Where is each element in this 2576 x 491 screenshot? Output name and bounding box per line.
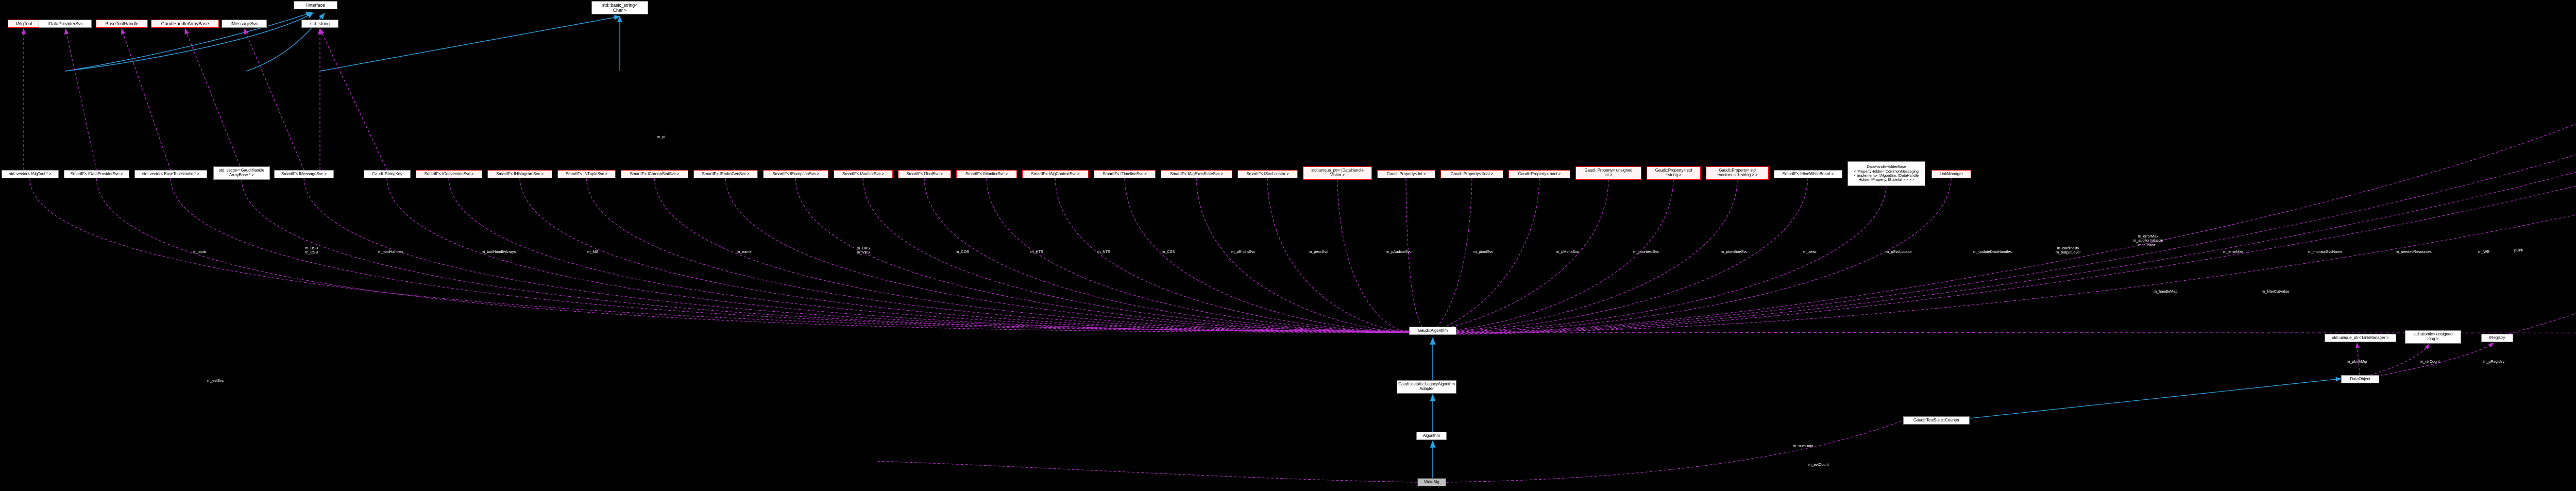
edge-label-m_ptimelinesvc: m_ptimelineSvc <box>1721 249 1748 254</box>
graph-node-std_string[interactable]: std::string <box>301 20 338 28</box>
graph-node-smartif_imonitor[interactable]: SmartIF< IMonitorSvc > <box>956 170 1017 178</box>
edge-label-m_pregistry: m_pRegistry <box>2483 359 2504 364</box>
graph-node-smartif_ihisto[interactable]: SmartIF< IHistogramSvc > <box>487 170 552 178</box>
edge-label-m_ms: m_MS <box>587 249 599 254</box>
edge-label-m_pLinkMgr: m_pLinkMgr <box>2347 359 2368 364</box>
edge-label-m_monitorsvcname: m_monitorSvcName <box>2308 249 2343 254</box>
graph-node-datahandleholderbase[interactable]: DataHandleHolderBase < PropertyHolder< C… <box>1848 161 1925 186</box>
graph-node-vec_basetoolhandle[interactable]: std::vector< BaseToolHandle * > <box>134 170 207 178</box>
edge-label-m_sumdata: m_sumData <box>1793 444 1814 448</box>
edge-label-m_paudsvcres: m_pAuditorSvc <box>1386 249 1412 254</box>
graph-node-prop_vecstring[interactable]: Gaudi::Property< std ::vector< std::stri… <box>1706 166 1769 180</box>
graph-node-prop_int[interactable]: Gaudi::Property< int > <box>1377 170 1435 178</box>
edge-label-m_hts: m_HTS <box>1030 249 1043 254</box>
edge-label-m_wb: m_WB <box>2478 249 2490 254</box>
edge-label-m_aess: m_aess <box>1803 249 1817 254</box>
graph-node-smartif_irndm[interactable]: SmartIF< IRndmGenSvc > <box>693 170 758 178</box>
edge-label-m_psvcloc: m_pSvcLocator <box>1886 249 1912 254</box>
edge-label-m_errmax_group: m_errorMax m_auditorInitialize m_auditor… <box>2133 234 2163 247</box>
graph-node-prop_float[interactable]: Gaudi::Property< float > <box>1440 170 1503 178</box>
graph-node-vec_gaudihandlearr[interactable]: std::vector< GaudiHandle ArrayBase * > <box>213 166 270 180</box>
edge-label-m_neededresources: m_neededResources <box>2396 249 2432 254</box>
edge-label-m_errmax: m_errorMax <box>2223 249 2244 254</box>
edge-label-m_cardinality: m_cardinality m_outputLevel <box>2056 246 2080 255</box>
edge-label-m_tools: m_tools <box>193 249 207 254</box>
graph-node-smartif_iexcept[interactable]: SmartIF< IExceptionSvc > <box>763 170 828 178</box>
edge-label-m_toolhandlearrays: m_toolHandleArrays <box>482 249 516 254</box>
edge-label-m_name: m_name <box>737 249 752 254</box>
graph-node-smartif_idataprov[interactable]: SmartIF< IDataProviderSvc > <box>64 170 129 178</box>
graph-node-smartif_ialgctx[interactable]: SmartIF< IAlgContextSvc > <box>1022 170 1089 178</box>
edge-label-m_dks_m_vks: m_DKS m_VKS <box>857 246 870 255</box>
graph-node-ialgtool[interactable]: IAlgTool <box>8 20 40 28</box>
graph-node-unique_ptr_linkmanager[interactable]: std::unique_ptr< LinkManager > <box>2325 334 2396 342</box>
graph-node-uniqueptr_visitor[interactable]: std::unique_ptr< IDataHandle Visitor > <box>1303 166 1372 180</box>
graph-node-smartif_itimeline[interactable]: SmartIF< ITimelineSvc > <box>1094 170 1156 178</box>
edge-label-m_pmonitsvc: m_pMonitSvc <box>1556 249 1579 254</box>
edge-label-m_ptoolsvc: m_ptoolSvc <box>1473 249 1494 254</box>
graph-node-smartif_isvcloc[interactable]: SmartIF< ISvcLocator > <box>1238 170 1298 178</box>
graph-node-gaudi_stringkey[interactable]: Gaudi::StringKey <box>364 170 411 178</box>
graph-node-iinterface[interactable]: IInterface <box>294 1 337 9</box>
edge-label-m_evtcount: m_evtCount <box>1808 462 1829 467</box>
graph-node-vec_ialgtool[interactable]: std::vector< IAlgTool * > <box>2 170 59 178</box>
edge-label-m_filtercutvalue: m_filterCutValue <box>2262 289 2290 294</box>
edge-label-m_prndmsvc: m_pRndmSvc <box>1231 249 1256 254</box>
edge-label-m_css: m_CSS <box>1162 249 1175 254</box>
graph-node-smartif_imessage[interactable]: SmartIF< IMessageSvc > <box>274 170 334 178</box>
graph-node-smartif_itoolsvc[interactable]: SmartIF< IToolSvc > <box>898 170 951 178</box>
edge-label-m_handlemap: m_handleMap <box>2154 289 2178 294</box>
graph-node-prop_string[interactable]: Gaudi::Property< std ::string > <box>1647 166 1701 180</box>
graph-node-smartif_iauditor[interactable]: SmartIF< IAuditorSvc > <box>834 170 893 178</box>
graph-node-atomic_unsigned_long[interactable]: std::atomic< unsigned long > <box>2405 330 2461 344</box>
graph-node-legacy_adapter[interactable]: Gaudi::details::LegacyAlgorithm Adapter <box>1397 380 1456 394</box>
graph-node-prop_bool[interactable]: Gaudi::Property< bool > <box>1509 170 1570 178</box>
graph-node-smartif_intuple[interactable]: SmartIF< INTupleSvc > <box>557 170 616 178</box>
edge-label-m_refcount: m_refCount <box>2420 359 2440 364</box>
edge-label-m_pexcsvc: m_pexcSvc <box>1309 249 1328 254</box>
edge-label-m_pcontextsvc: m_pcontextSvc <box>1633 249 1659 254</box>
edge-label-m_pi: m_pi <box>657 134 665 139</box>
graph-node-prop_uint[interactable]: Gaudi::Property< unsigned int > <box>1575 166 1641 180</box>
edge-label-pl: pLink <box>2514 248 2523 252</box>
edge-label-m_dsb_m_csb: m_DSB m_CSB <box>305 246 318 255</box>
edge-label-m_toolhandles: m_toolHandles <box>378 249 403 254</box>
graph-node-gaudi_algorithm[interactable]: Gaudi::Algorithm <box>1409 327 1456 335</box>
graph-node-gaudihandlearraybase[interactable]: GaudiHandleArrayBase <box>151 20 219 28</box>
edge-label-m_evtsvc: m_evtSvc <box>207 378 224 383</box>
graph-node-smartif_ialgexec[interactable]: SmartIF< IAlgExecStateSvc > <box>1161 170 1232 178</box>
graph-node-smartif_iconv[interactable]: SmartIF< IConversionSvc > <box>416 170 482 178</box>
edge-label-m_updatedatahandles: m_updateDataHandles <box>1973 249 2012 254</box>
graph-node-algorithm[interactable]: Algorithm <box>1416 432 1447 440</box>
graph-node-smartif_ihivewb[interactable]: SmartIF< IHiveWhiteBoard > <box>1774 170 1842 178</box>
graph-node-writealg[interactable]: WriteAlg <box>1417 478 1446 486</box>
graph-node-dataobject[interactable]: DataObject <box>2341 375 2379 383</box>
graph-node-registry[interactable]: IRegistry <box>2481 334 2513 342</box>
graph-node-smartif_ichrono[interactable]: SmartIF< IChronoStatSvc > <box>621 170 688 178</box>
graph-node-imessagesvc[interactable]: IMessageSvc <box>222 20 267 28</box>
graph-node-basetoolhandle[interactable]: BaseToolHandle <box>96 20 148 28</box>
edge-label-m_cos: m_COS <box>956 249 970 254</box>
graph-node-basic_string[interactable]: std::basic_string< Char > <box>591 1 648 14</box>
graph-node-linkmanager[interactable]: LinkManager <box>1931 170 1971 178</box>
graph-node-idataprovidersvc[interactable]: IDataProviderSvc <box>39 20 92 28</box>
edge-label-m_nts: m_NTS <box>1097 249 1110 254</box>
graph-node-testsuite_counter[interactable]: Gaudi::TestSuite::Counter <box>1903 416 1970 425</box>
